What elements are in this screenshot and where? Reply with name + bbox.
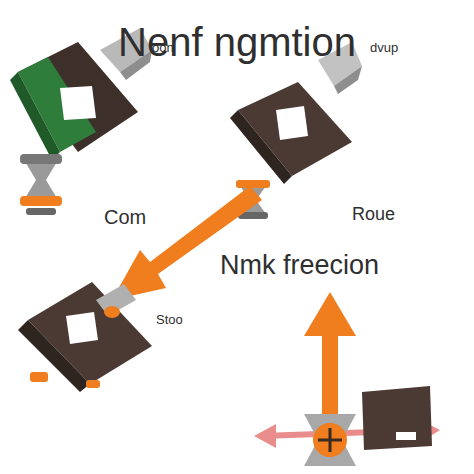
orange-arrow bbox=[112, 186, 262, 300]
label: öon bbox=[152, 40, 174, 55]
label: Com bbox=[104, 206, 146, 229]
label: Nmk freecion bbox=[220, 250, 379, 281]
label: Roue bbox=[352, 204, 395, 225]
label: Stoo bbox=[156, 312, 183, 327]
brown-block bbox=[18, 282, 152, 392]
label: dvup bbox=[370, 40, 398, 55]
force-diagram bbox=[254, 292, 440, 466]
